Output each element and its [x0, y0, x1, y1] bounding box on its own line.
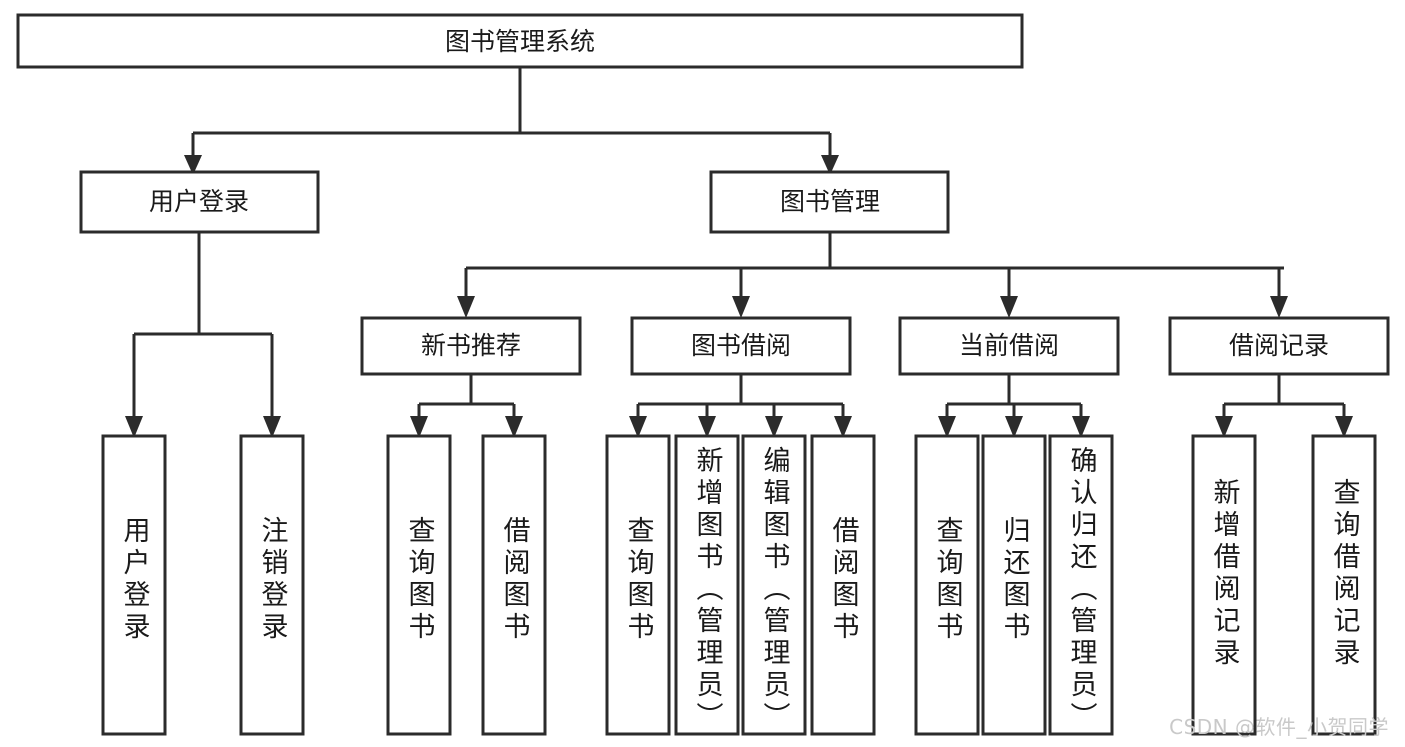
node-book-borrow-label: 图书借阅	[691, 331, 791, 360]
arrow-icon-bookborrow-leaf-1	[629, 416, 647, 438]
arrow-icon-newbook-leaf-2	[505, 416, 523, 438]
arrow-icon-bookborrow-leaf-3	[765, 416, 783, 438]
node-book-borrow-box[interactable]	[630, 316, 852, 376]
node-borrow-record-box[interactable]	[1168, 316, 1390, 376]
node-root[interactable]: 图书管理系统	[16, 13, 1024, 69]
node-user-login[interactable]: 用户登录	[79, 170, 320, 234]
node-user-login-box[interactable]	[79, 170, 320, 234]
node-book-manage[interactable]: 图书管理	[709, 170, 950, 234]
node-new-book-recommend-label: 新书推荐	[421, 331, 521, 360]
leaf-box-current-borrow-3[interactable]	[1048, 434, 1114, 736]
node-borrow-record-label: 借阅记录	[1229, 331, 1329, 360]
leaf-box-new-book-1[interactable]	[386, 434, 452, 736]
connectors-currentborrow-to-leaves	[938, 374, 1090, 438]
node-new-book-recommend-box[interactable]	[360, 316, 582, 376]
leaf-box-book-borrow-3[interactable]	[741, 434, 807, 736]
node-current-borrow-label: 当前借阅	[959, 331, 1059, 360]
connectors-root-to-level1	[184, 67, 839, 175]
leaf-box-user-login-1[interactable]	[101, 434, 167, 736]
arrow-icon-bookborrow-leaf-2	[698, 416, 716, 438]
arrow-icon-bookborrow-leaf-4	[834, 416, 852, 438]
arrow-icon-to-book-manage	[821, 155, 839, 175]
leaf-box-borrow-record-2[interactable]	[1311, 434, 1377, 736]
node-root-label: 图书管理系统	[445, 27, 595, 56]
leaf-boxes-borrow-record	[1191, 434, 1377, 736]
arrow-icon-currentborrow-leaf-2	[1005, 416, 1023, 438]
leaf-boxes-new-book	[386, 434, 547, 736]
leaf-box-borrow-record-1[interactable]	[1191, 434, 1257, 736]
arrow-icon-to-user-login	[184, 155, 202, 175]
leaf-box-book-borrow-4[interactable]	[810, 434, 876, 736]
node-current-borrow[interactable]: 当前借阅	[898, 316, 1120, 376]
connectors-userlogin-to-leaves	[125, 232, 281, 438]
leaf-box-new-book-2[interactable]	[481, 434, 547, 736]
node-book-borrow[interactable]: 图书借阅	[630, 316, 852, 376]
node-root-box[interactable]	[16, 13, 1024, 69]
node-book-manage-box[interactable]	[709, 170, 950, 234]
leaf-box-current-borrow-2[interactable]	[981, 434, 1047, 736]
arrow-icon-to-current-borrow	[1000, 296, 1018, 318]
arrow-icon-newbook-leaf-1	[410, 416, 428, 438]
node-new-book-recommend[interactable]: 新书推荐	[360, 316, 582, 376]
connectors-bookborrow-to-leaves	[629, 374, 852, 438]
leaf-box-book-borrow-1[interactable]	[605, 434, 671, 736]
arrow-icon-to-borrow-record	[1270, 296, 1288, 318]
connectors-bookmanage-to-level2	[457, 232, 1288, 318]
leaf-box-book-borrow-2[interactable]	[674, 434, 740, 736]
leaf-box-user-login-2[interactable]	[239, 434, 305, 736]
leaf-box-current-borrow-1[interactable]	[914, 434, 980, 736]
connectors-borrowrecord-to-leaves	[1215, 374, 1353, 438]
arrow-icon-currentborrow-leaf-1	[938, 416, 956, 438]
leaf-boxes-current-borrow	[914, 434, 1114, 736]
arrow-icon-to-new-book	[457, 296, 475, 318]
arrow-icon-borrowrecord-leaf-2	[1335, 416, 1353, 438]
node-user-login-label: 用户登录	[149, 187, 249, 216]
leaf-boxes-book-borrow	[605, 434, 876, 736]
arrow-icon-borrowrecord-leaf-1	[1215, 416, 1233, 438]
arrow-icon-currentborrow-leaf-3	[1072, 416, 1090, 438]
connectors-newbook-to-leaves	[410, 374, 523, 438]
arrow-icon-to-book-borrow	[732, 296, 750, 318]
arrow-icon-userlogin-leaf-2	[263, 416, 281, 438]
node-borrow-record[interactable]: 借阅记录	[1168, 316, 1390, 376]
node-book-manage-label: 图书管理	[780, 187, 880, 216]
leaf-boxes-user-login	[101, 434, 305, 736]
watermark-text: CSDN @软件_小贺同学	[1169, 715, 1389, 739]
arrow-icon-userlogin-leaf-1	[125, 416, 143, 438]
node-current-borrow-box[interactable]	[898, 316, 1120, 376]
